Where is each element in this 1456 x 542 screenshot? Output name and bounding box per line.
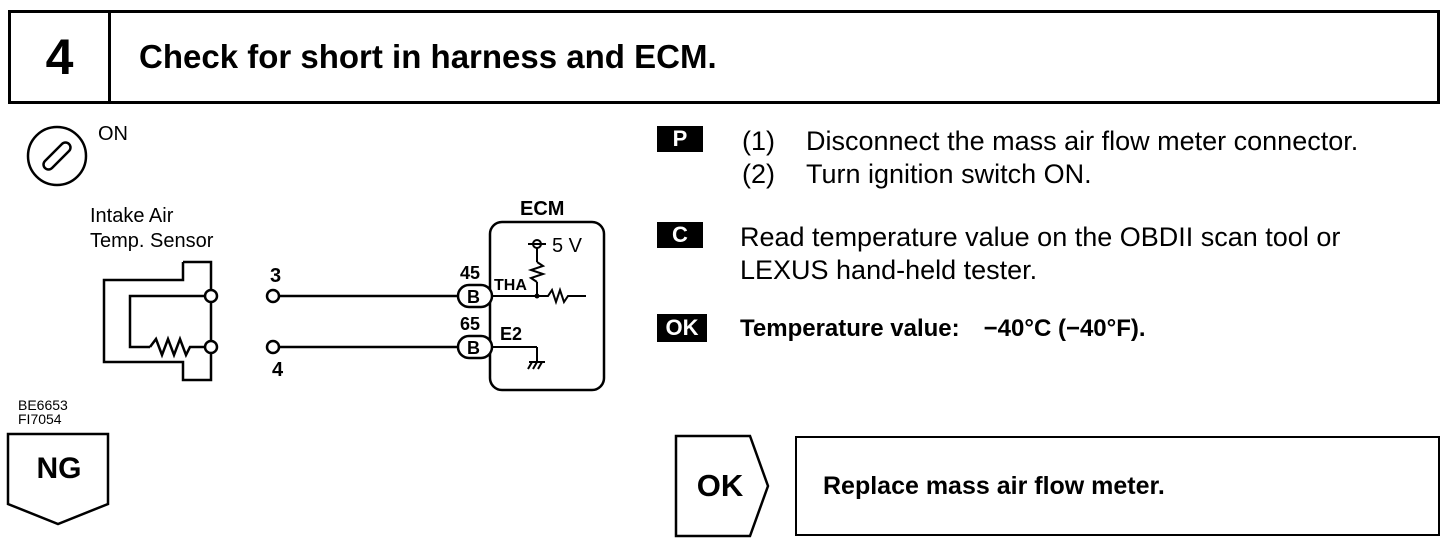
pin-4-label: 4 [272,359,284,381]
step-2-text: Turn ignition switch ON. [806,159,1092,189]
ecm-box [488,220,606,392]
svg-text:B: B [467,338,480,358]
ok-label: OK [696,468,744,503]
ok-result-text: Replace mass air flow meter. [823,471,1165,500]
sensor-label-line2: Temp. Sensor [90,230,214,252]
ecm-pin-65-label: 65 [460,314,480,334]
step-1-number: (1) [742,126,775,156]
ok-result-box: Replace mass air flow meter. [795,436,1440,536]
ecm-connector-b-65: B [456,334,494,360]
check-line-1: Read temperature value on the OBDII scan… [740,222,1341,252]
sensor-label-line1: Intake Air [90,205,174,227]
harness-pin-3 [265,288,281,304]
step-1-line: (1) Disconnect the mass air flow meter co… [742,124,1358,158]
ok-spec-label: Temperature value: [740,315,960,342]
step-2-number: (2) [742,159,775,189]
step-title: Check for short in harness and ECM. [139,38,717,75]
ok-arrow-box [674,434,770,538]
check-line-2: LEXUS hand-held tester. [740,255,1038,285]
step-header: 4 Check for short in harness and ECM. [8,10,1440,104]
svg-text:B: B [467,287,480,307]
step-number: 4 [11,13,111,101]
step-2-line: (2) Turn ignition switch ON. [742,157,1092,191]
check-tag: C [657,222,703,248]
ignition-on-label: ON [98,123,128,145]
intake-air-temp-sensor [102,260,219,382]
tha-label: THA [494,277,527,294]
prep-tag: P [657,126,703,152]
ignition-switch-icon [26,125,88,187]
figure-code-2: FI7054 [18,411,62,427]
ecm-label: ECM [520,198,564,220]
ok-spec-tag: OK [657,314,707,342]
ok-spec-line: Temperature value: −40°C (−40°F). [740,312,1146,346]
ecm-junction-dot [534,293,540,299]
ng-arrow-box [6,432,110,526]
voltage-label: 5 V [552,235,583,257]
ng-label: NG [36,452,82,485]
harness-pin-4 [265,339,281,355]
ecm-connector-b-45: B [456,283,494,309]
ok-spec-value: −40°C (−40°F). [983,315,1146,342]
ecm-internal-circuit [492,239,586,370]
ecm-pin-45-label: 45 [460,263,480,283]
figure-code-1: BE6653 [18,397,68,413]
step-1-text: Disconnect the mass air flow meter conne… [806,126,1359,156]
wiring-diagram: ON Intake Air Temp. Sensor 3 4 ECM B B 4… [26,123,606,392]
e2-label: E2 [500,324,522,344]
pin-3-label: 3 [270,265,281,287]
